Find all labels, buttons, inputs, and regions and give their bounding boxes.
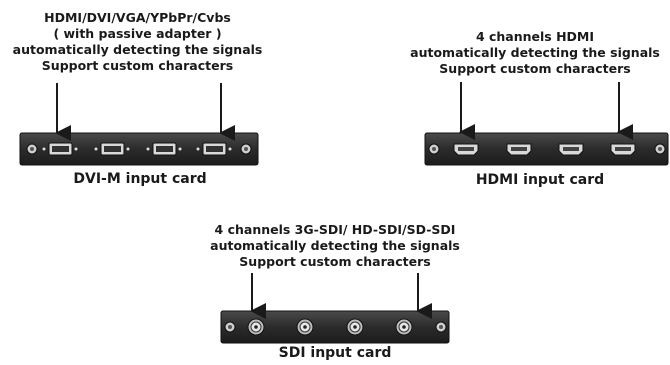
dvi-port-2-icon — [94, 142, 130, 156]
sdi-card-screw-left-icon — [224, 321, 236, 333]
hdmi-port-4-icon — [610, 143, 636, 156]
hdmi-desc-line-2: automatically detecting the signals — [410, 45, 660, 60]
dvi-desc-line-2: ( with passive adapter ) — [53, 26, 222, 41]
sdi-desc-line-1: 4 channels 3G-SDI/ HD-SDI/SD-SDI — [214, 222, 456, 237]
sdi-desc-line-2: automatically detecting the signals — [210, 238, 460, 253]
bnc-port-1-icon — [247, 318, 265, 336]
hdmi-port-3-icon — [558, 143, 584, 156]
hdmi-card-panel — [424, 132, 669, 166]
hdmi-desc-line-1: 4 channels HDMI — [475, 29, 595, 44]
dvi-card-screw-left-icon — [26, 143, 38, 155]
sdi-card-title: SDI input card — [278, 345, 392, 361]
hdmi-port-2-icon — [506, 143, 532, 156]
bnc-port-3-icon — [346, 318, 364, 336]
hdmi-card-title: HDMI input card — [475, 172, 605, 188]
dvi-card-title: DVI-M input card — [73, 171, 207, 187]
dvi-desc-line-4: Support custom characters — [41, 58, 234, 73]
dvi-card-panel — [19, 132, 259, 166]
dvi-card — [19, 83, 259, 166]
hdmi-card-description: 4 channels HDMI automatically detecting … — [400, 29, 670, 77]
bnc-port-4-icon — [395, 318, 413, 336]
dvi-card-description: HDMI/DVI/VGA/YPbPr/Cvbs ( with passive a… — [0, 10, 275, 74]
hdmi-card-screw-right-icon — [654, 143, 666, 155]
dvi-desc-line-1: HDMI/DVI/VGA/YPbPr/Cvbs — [44, 10, 231, 25]
dvi-card-screw-right-icon — [240, 143, 252, 155]
hdmi-card — [424, 82, 669, 166]
dvi-port-1-icon — [42, 142, 78, 156]
hdmi-desc-line-3: Support custom characters — [439, 61, 631, 76]
sdi-card-panel — [220, 310, 450, 344]
sdi-card-description: 4 channels 3G-SDI/ HD-SDI/SD-SDI automat… — [200, 222, 470, 270]
hdmi-port-1-icon — [453, 143, 479, 156]
bnc-port-2-icon — [296, 318, 314, 336]
dvi-desc-line-3: automatically detecting the signals — [12, 42, 263, 57]
hdmi-card-screw-left-icon — [428, 143, 440, 155]
sdi-desc-line-3: Support custom characters — [239, 254, 431, 269]
dvi-port-3-icon — [146, 142, 182, 156]
sdi-card — [220, 273, 450, 344]
dvi-port-4-icon — [196, 142, 232, 156]
sdi-card-screw-right-icon — [435, 321, 447, 333]
